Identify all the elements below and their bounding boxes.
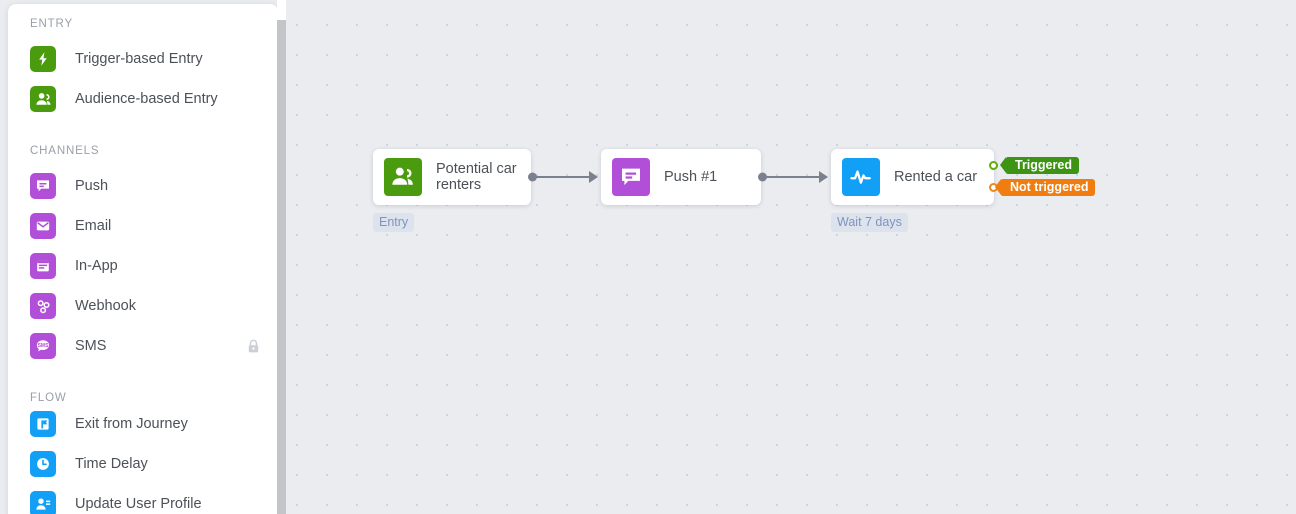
in-app-window-icon xyxy=(30,253,56,279)
sidebar-item-webhook[interactable]: Webhook xyxy=(8,286,278,326)
connector-push-to-rented xyxy=(758,171,828,183)
user-edit-icon xyxy=(30,491,56,514)
activity-pulse-icon xyxy=(842,158,880,196)
sidebar-item-label: In-App xyxy=(75,258,118,274)
branch-badge-not-triggered[interactable]: Not triggered xyxy=(994,179,1096,196)
sidebar-scrollbar-thumb[interactable] xyxy=(277,20,286,514)
connector-line xyxy=(532,176,590,178)
webhook-icon xyxy=(30,293,56,319)
sidebar-item-audience-based-entry[interactable]: Audience-based Entry xyxy=(8,79,278,119)
canvas-node-push[interactable]: Push #1 xyxy=(601,149,761,205)
sidebar-item-sms[interactable]: SMS SMS xyxy=(8,326,278,366)
sidebar-item-label: Trigger-based Entry xyxy=(75,51,203,67)
sidebar-item-label: Webhook xyxy=(75,298,136,314)
sidebar-item-update-user-profile[interactable]: Update User Profile xyxy=(8,484,278,514)
audience-people-icon xyxy=(30,86,56,112)
sidebar-group-title-flow: FLOW xyxy=(30,392,67,404)
branch-badge-triggered[interactable]: Triggered xyxy=(1000,157,1079,174)
node-sublabel-entry: Entry xyxy=(373,213,415,232)
push-message-icon xyxy=(612,158,650,196)
sidebar-item-trigger-based-entry[interactable]: Trigger-based Entry xyxy=(8,39,278,79)
sms-bubble-icon: SMS xyxy=(30,333,56,359)
sidebar-item-label: Audience-based Entry xyxy=(75,91,218,107)
connector-arrowhead-icon xyxy=(589,171,598,183)
lock-icon xyxy=(247,339,260,354)
audience-people-icon xyxy=(384,158,422,196)
node-sublabel-wait: Wait 7 days xyxy=(831,213,908,232)
sidebar-item-label: SMS xyxy=(75,338,107,354)
sidebar-item-label: Update User Profile xyxy=(75,496,202,512)
push-message-icon xyxy=(30,173,56,199)
component-sidebar: ENTRY Trigger-based Entry Audience-based xyxy=(8,4,278,514)
connector-arrowhead-icon xyxy=(819,171,828,183)
branch-badge-label: Not triggered xyxy=(1010,180,1089,194)
sidebar-item-label: Email xyxy=(75,218,112,234)
node-title: Potential car renters xyxy=(436,161,517,193)
node-title: Push #1 xyxy=(664,169,718,185)
sidebar-item-exit-from-journey[interactable]: Exit from Journey xyxy=(8,404,278,444)
connector-entry-to-push xyxy=(528,171,598,183)
sidebar-item-label: Exit from Journey xyxy=(75,416,188,432)
exit-flag-icon xyxy=(30,411,56,437)
connector-line xyxy=(762,176,820,178)
sidebar-item-in-app[interactable]: In-App xyxy=(8,246,278,286)
node-title: Rented a car xyxy=(894,169,978,185)
sidebar-group-title-channels: CHANNELS xyxy=(30,145,100,157)
sidebar-item-label: Time Delay xyxy=(75,456,148,472)
email-envelope-icon xyxy=(30,213,56,239)
output-port-triggered[interactable] xyxy=(989,161,998,170)
branch-badge-label: Triggered xyxy=(1015,158,1072,172)
canvas-node-rented-a-car[interactable]: Rented a car xyxy=(831,149,994,205)
sidebar-item-label: Push xyxy=(75,178,109,194)
sidebar-item-time-delay[interactable]: Time Delay xyxy=(8,444,278,484)
clock-icon xyxy=(30,451,56,477)
sidebar-item-push[interactable]: Push xyxy=(8,166,278,206)
sidebar-group-title-entry: ENTRY xyxy=(30,18,74,30)
sidebar-item-email[interactable]: Email xyxy=(8,206,278,246)
canvas-node-entry[interactable]: Potential car renters xyxy=(373,149,531,205)
lightning-bolt-icon xyxy=(30,46,56,72)
svg-text:SMS: SMS xyxy=(38,343,50,349)
